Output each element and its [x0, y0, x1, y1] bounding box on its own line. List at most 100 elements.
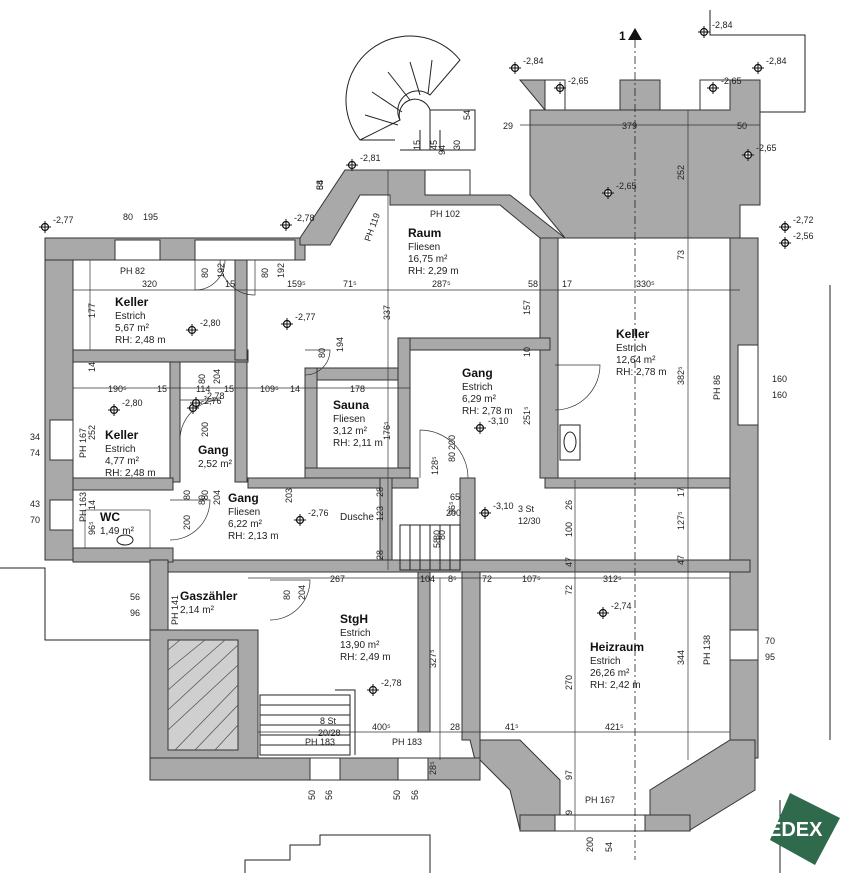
dimension-text: 320: [142, 279, 157, 289]
elevation-marker: -2,84: [752, 56, 787, 74]
dimension-texts-vertical: 25273382⁵17127⁵473442709791771425296⁵148…: [87, 110, 686, 815]
spiral-staircase: [345, 35, 476, 151]
dimension-text: 84: [315, 180, 325, 190]
dimension-text: 50: [737, 121, 747, 131]
dimension-text: 30: [452, 140, 462, 150]
dimension-text: 96⁵: [447, 501, 457, 515]
svg-text:6,22 m²: 6,22 m²: [228, 519, 263, 530]
doors: [169, 259, 601, 621]
dimension-text: 15: [224, 384, 234, 394]
dimension-text: 14: [87, 500, 97, 510]
elevation-marker: -2,80: [186, 318, 221, 336]
dimension-text: 107⁵: [522, 574, 541, 584]
svg-text:RH: 2,78 m: RH: 2,78 m: [616, 367, 667, 378]
svg-text:RH: 2,13 m: RH: 2,13 m: [228, 531, 279, 542]
dimension-text: 204: [297, 585, 307, 600]
dimension-text: 14: [290, 384, 300, 394]
dimension-text: 157: [522, 300, 532, 315]
svg-text:12,64 m²: 12,64 m²: [616, 355, 656, 366]
light-shaft: [167, 639, 239, 751]
dimension-text: 80: [197, 495, 207, 505]
dimension-text: 80: [437, 530, 447, 540]
dimension-text: 28⁵: [428, 761, 438, 775]
dimension-text: 9: [564, 810, 574, 815]
dimension-text: 45: [429, 140, 439, 150]
svg-text:Keller: Keller: [616, 327, 650, 341]
edex-logo: EDEX: [768, 793, 840, 865]
dimension-text: 104: [420, 574, 435, 584]
elevation-marker: -2,84: [509, 56, 544, 74]
svg-text:RH: 2,49 m: RH: 2,49 m: [340, 652, 391, 663]
svg-text:PH 138: PH 138: [702, 635, 712, 665]
dimension-text: 96⁵: [87, 521, 97, 535]
dimension-text: 56: [410, 790, 420, 800]
dimension-text: 47: [564, 557, 574, 567]
elevation-marker: -2,78: [280, 213, 315, 231]
svg-text:Estrich: Estrich: [590, 656, 621, 667]
elevation-value: -2,65: [721, 76, 742, 86]
dimension-text: 70: [30, 515, 40, 525]
svg-text:WC: WC: [100, 510, 120, 524]
svg-text:RH: 2,48 m: RH: 2,48 m: [115, 335, 166, 346]
dimension-text: 14: [87, 362, 97, 372]
elevation-marker: -2,65: [707, 76, 742, 94]
elevation-marker: -2,65: [554, 76, 589, 94]
svg-text:RH: 2,42 m: RH: 2,42 m: [590, 680, 641, 691]
svg-text:Fliesen: Fliesen: [228, 507, 260, 518]
elevation-value: -2,65: [616, 181, 637, 191]
dimension-text: 65: [450, 492, 460, 502]
fixtures: [84, 424, 581, 549]
svg-text:Gang: Gang: [462, 366, 493, 380]
svg-text:PH 119: PH 119: [362, 212, 381, 243]
dimension-text: 10: [522, 347, 532, 357]
svg-text:Estrich: Estrich: [462, 382, 493, 393]
elevation-marker: -2,74: [597, 601, 632, 619]
dimension-text: 73: [676, 250, 686, 260]
dimension-text: 267: [330, 574, 345, 584]
dimension-text: 200: [200, 422, 210, 437]
svg-text:3 St: 3 St: [518, 504, 535, 514]
svg-text:RH: 2,78 m: RH: 2,78 m: [462, 406, 513, 417]
svg-text:Raum: Raum: [408, 226, 441, 240]
dimension-text: 72: [482, 574, 492, 584]
dimension-text: 200: [446, 508, 461, 518]
dimension-text: 178: [350, 384, 365, 394]
svg-text:Sauna: Sauna: [333, 398, 369, 412]
dimension-text: 56: [130, 592, 140, 602]
dimension-text: 95: [765, 652, 775, 662]
elevation-value: -2,78: [381, 678, 402, 688]
neighbour-outlines: [0, 10, 831, 873]
dimension-text: 204: [212, 490, 222, 505]
elevation-marker: -2,65: [742, 143, 777, 161]
dimension-text: 176⁵: [382, 421, 392, 440]
dimension-text: 58: [315, 180, 325, 190]
svg-text:PH 183: PH 183: [392, 737, 422, 747]
svg-text:Keller: Keller: [105, 428, 139, 442]
svg-text:PH 167: PH 167: [78, 428, 88, 458]
room-wc: WC1,49 m²: [100, 510, 135, 537]
elevation-marker: -2,72: [779, 215, 814, 233]
svg-text:Gang: Gang: [228, 491, 259, 505]
elevation-marker: -2,77: [281, 312, 316, 330]
dimension-text: 15: [225, 279, 235, 289]
dimension-text: 251⁵: [522, 406, 532, 425]
elevation-value: -2,65: [568, 76, 589, 86]
elevation-marker: -2,65: [602, 181, 637, 199]
elevation-value: -2,74: [611, 601, 632, 611]
svg-text:PH 163: PH 163: [78, 492, 88, 522]
dimension-text: 195: [143, 212, 158, 222]
svg-text:RH: 2,11 m: RH: 2,11 m: [333, 438, 383, 449]
svg-text:Heizraum: Heizraum: [590, 640, 644, 654]
elevation-value: -2,65: [756, 143, 777, 153]
dimension-text: 50: [307, 790, 317, 800]
svg-text:2,52 m²: 2,52 m²: [198, 459, 233, 470]
svg-text:12/30: 12/30: [518, 516, 541, 526]
